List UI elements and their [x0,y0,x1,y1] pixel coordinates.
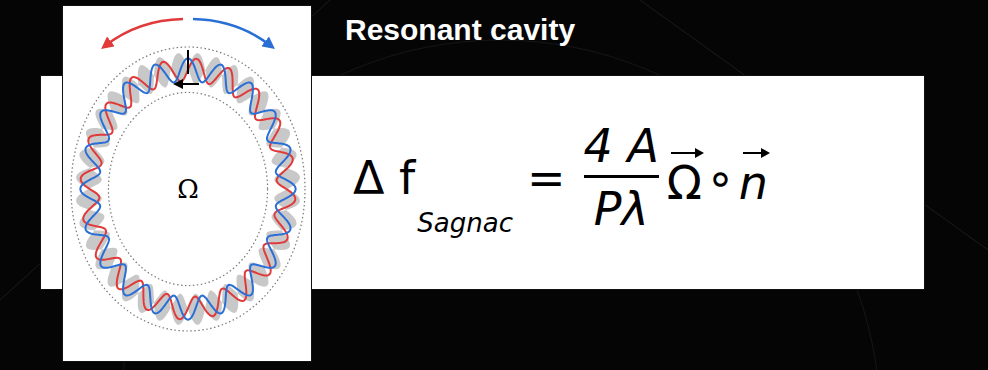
formula-dot-operator: ∘ [706,151,735,205]
fraction-bar [584,175,659,178]
sagnac-formula: Δ fSagnac = 4 A Pλ Ω∘n [353,119,768,236]
formula-fraction: 4 A Pλ [584,119,659,236]
formula-omega: Ω [667,156,702,210]
vector-symbol: n [739,146,768,210]
rotation-symbol: Ω [177,174,199,204]
vector-symbol: Ω [667,146,702,210]
vector-arrow [743,152,768,154]
fraction-denominator: Pλ [594,182,649,236]
heading: Resonant cavity [345,13,575,47]
vector-arrow [671,152,702,154]
formula-equals: = [527,151,566,205]
fraction-numerator: 4 A [584,119,659,173]
formula-subscript: Sagnac [417,208,513,238]
ring-illustration: Ω [62,5,312,362]
formula-normal: n [739,156,768,210]
formula-delta-f: Δ f [353,151,415,205]
